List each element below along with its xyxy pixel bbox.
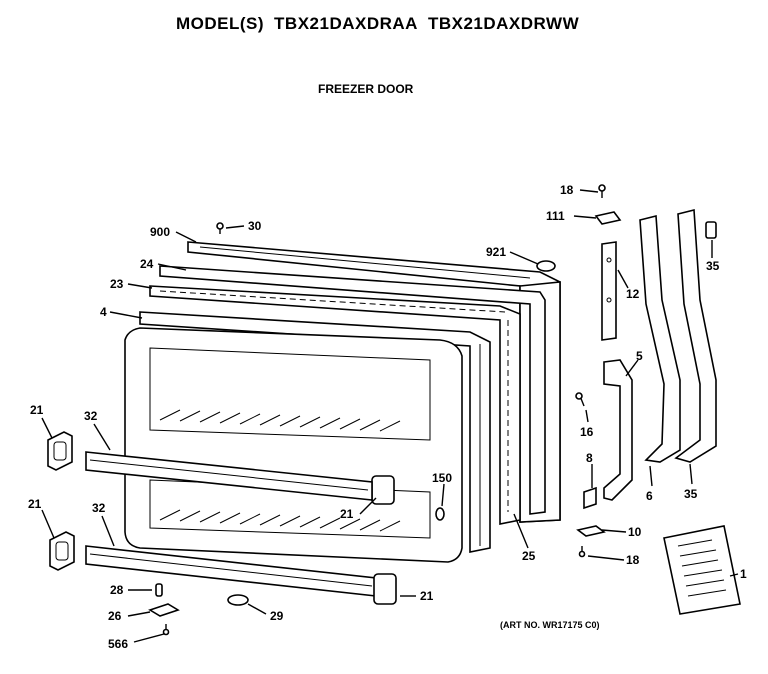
- breaker-strip: [159, 265, 546, 515]
- end-cap-lower-right: [373, 573, 397, 605]
- part-150: [435, 507, 445, 521]
- shelf-bar-upper: [85, 451, 373, 501]
- callout-21-liner: 21: [340, 507, 354, 521]
- callout-21-upper-left: 21: [30, 403, 44, 417]
- callout-12: 12: [626, 287, 640, 301]
- callout-18-top: 18: [560, 183, 574, 197]
- callout-21-lower-right: 21: [420, 589, 434, 603]
- callout-29: 29: [270, 609, 284, 623]
- end-cap-lower-left: [49, 531, 75, 571]
- plug-35: [705, 221, 717, 239]
- bracket-111: [594, 211, 622, 225]
- plug-29: [227, 594, 249, 606]
- callout-35-top: 35: [706, 259, 720, 273]
- section-title: FREEZER DOOR: [318, 82, 414, 96]
- callout-30: 30: [248, 219, 262, 233]
- art-number: (ART NO. WR17175 C0): [500, 620, 600, 630]
- door-liner: [124, 327, 463, 563]
- screw-30: [216, 222, 224, 234]
- callout-150: 150: [432, 471, 452, 485]
- callout-900: 900: [150, 225, 170, 239]
- callout-4: 4: [100, 305, 107, 319]
- callout-21-lower-left: 21: [28, 497, 42, 511]
- callout-10: 10: [628, 525, 642, 539]
- screw-18-top: [598, 184, 606, 198]
- model-number-2: TBX21DAXDRWW: [427, 14, 580, 33]
- callout-111: 111: [546, 209, 565, 223]
- strap-35: [674, 208, 717, 463]
- screw-18-bottom: [578, 546, 586, 558]
- leader-lines: [41, 189, 739, 643]
- clip-28: [155, 583, 163, 597]
- door-gasket: [149, 285, 521, 525]
- callout-566: 566: [108, 637, 128, 651]
- callout-35-bottom: 35: [684, 487, 698, 501]
- end-cap-inner: [371, 475, 395, 505]
- liner-frame: [139, 311, 491, 553]
- model-number-1: TBX21DAXDRAA: [274, 14, 418, 33]
- callout-8: 8: [586, 451, 593, 465]
- screw-16: [575, 392, 585, 407]
- instruction-card-1: [663, 525, 741, 615]
- plug-921: [536, 260, 556, 272]
- page-title: MODEL(S) TBX21DAXDRAA TBX21DAXDRWW: [176, 14, 589, 34]
- callout-28: 28: [110, 583, 124, 597]
- callout-5: 5: [636, 349, 643, 363]
- callout-16: 16: [580, 425, 594, 439]
- end-cap-upper-left: [47, 431, 73, 471]
- bracket-10: [576, 525, 606, 537]
- screw-566: [162, 624, 170, 636]
- callout-18-bottom: 18: [626, 553, 640, 567]
- callout-23: 23: [110, 277, 124, 291]
- callout-25: 25: [522, 549, 536, 563]
- models-label: MODEL(S): [176, 14, 265, 33]
- strap-6: [639, 214, 681, 463]
- callout-921: 921: [486, 245, 506, 259]
- hinge-bar-12: [601, 241, 617, 341]
- callout-26: 26: [108, 609, 122, 623]
- callout-32-upper: 32: [84, 409, 98, 423]
- hinge-5: [603, 359, 633, 501]
- callout-6: 6: [646, 489, 653, 503]
- callout-32-lower: 32: [92, 501, 106, 515]
- callout-1: 1: [740, 567, 747, 581]
- bracket-26: [148, 603, 180, 617]
- callout-24: 24: [140, 257, 154, 271]
- callout-labels: 18 111 35 12 921 900 30 24 23 4 5 16 8 6…: [28, 183, 747, 651]
- shim-8: [583, 486, 597, 510]
